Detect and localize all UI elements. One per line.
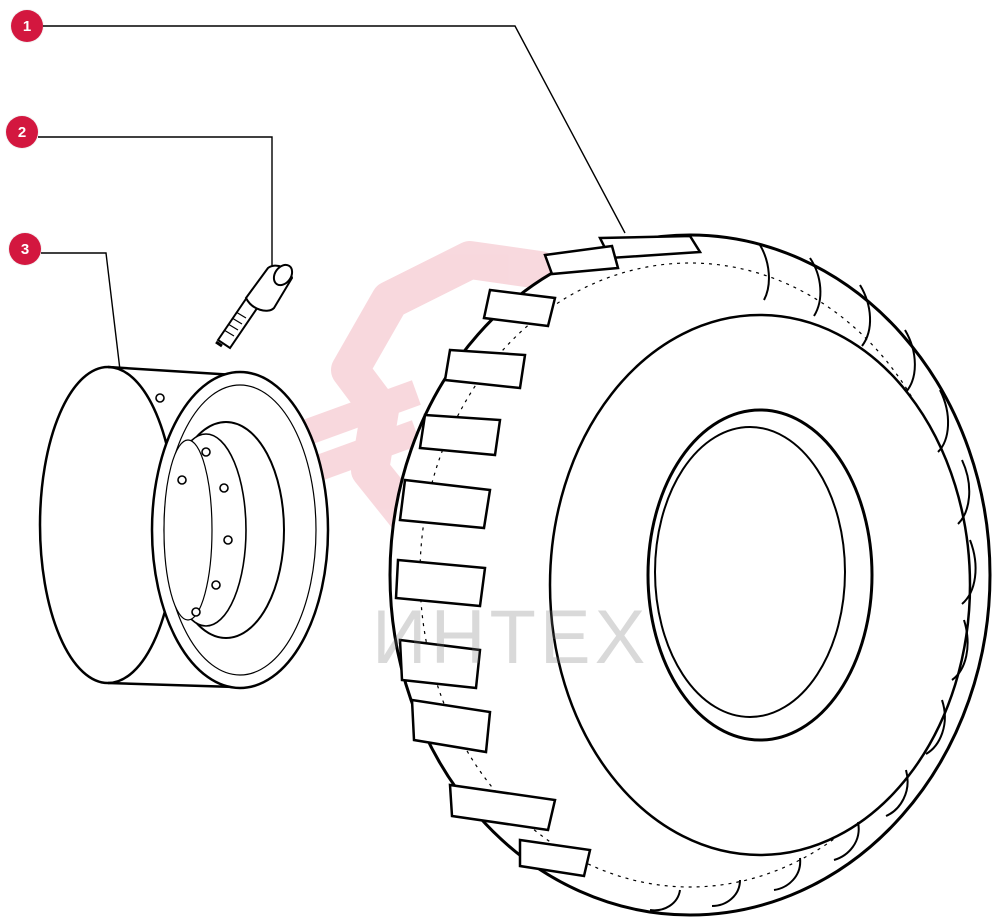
- leader-line-3: [41, 252, 121, 371]
- rim-bolt-holes: [155, 393, 233, 617]
- tread-lugs: [394, 234, 703, 878]
- wheel-rim-part[interactable]: [38, 365, 330, 690]
- callout-marker-1[interactable]: 1: [11, 10, 43, 42]
- leader-line-1: [43, 25, 626, 234]
- sidewall-lugs: [649, 244, 977, 912]
- leader-lines: [38, 25, 626, 371]
- callout-marker-3[interactable]: 3: [9, 233, 41, 265]
- leader-line-2: [38, 136, 273, 266]
- valve-stem-part[interactable]: [215, 261, 296, 350]
- watermark-text: ИНТЕХ: [372, 595, 650, 680]
- tyre-part[interactable]: [388, 233, 992, 917]
- callout-marker-2[interactable]: 2: [6, 116, 38, 148]
